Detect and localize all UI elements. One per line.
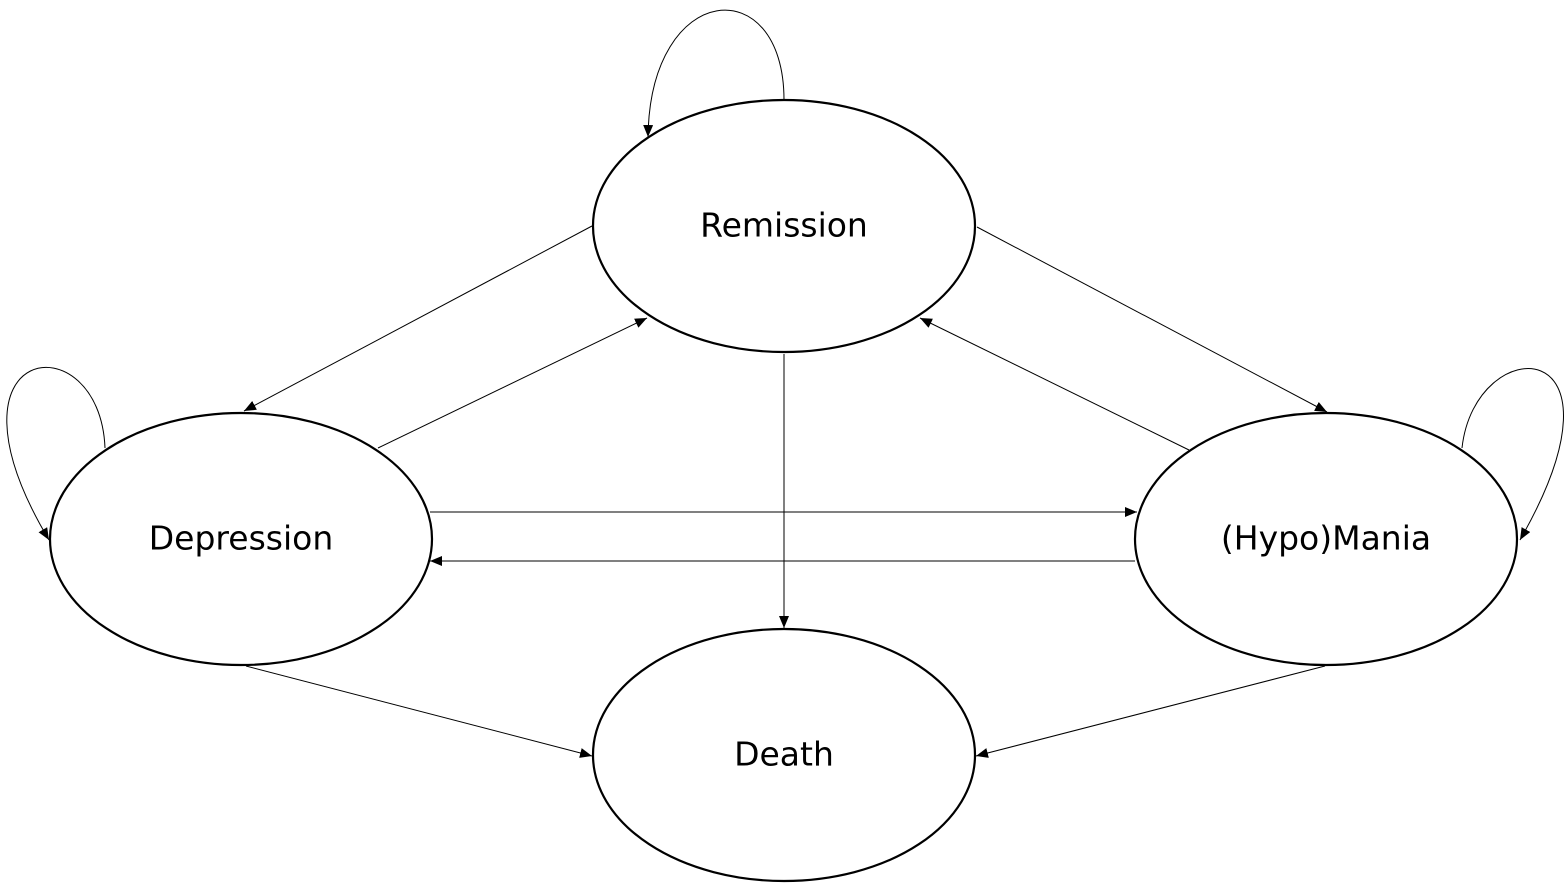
state-death-ellipse	[591, 627, 977, 883]
state-hypomania-label: (Hypo)Mania	[1221, 519, 1431, 558]
state-death-label: Death	[734, 735, 834, 774]
transition-hypomania-self-loop	[1461, 368, 1564, 541]
transition-depression-self-loop	[6, 366, 106, 541]
state-hypomania-ellipse	[1133, 411, 1519, 667]
transition-hypomania-to-remission	[919, 317, 1190, 451]
transition-remission-self-loop	[643, 9, 785, 138]
state-depression-ellipse	[48, 411, 434, 667]
state-remission-ellipse	[591, 98, 977, 354]
transition-remission-to-hypomania	[976, 226, 1328, 413]
state-death: Death	[591, 627, 977, 883]
transition-remission-to-depression	[243, 225, 593, 412]
state-remission: Remission	[591, 98, 977, 354]
state-remission-label: Remission	[700, 206, 868, 245]
transition-hypomania-to-death	[975, 665, 1326, 758]
transition-depression-to-remission	[377, 317, 648, 449]
state-depression-label: Depression	[149, 519, 333, 558]
transition-depression-to-death	[245, 665, 593, 758]
state-depression: Depression	[48, 411, 434, 667]
state-hypomania: (Hypo)Mania	[1133, 411, 1519, 667]
